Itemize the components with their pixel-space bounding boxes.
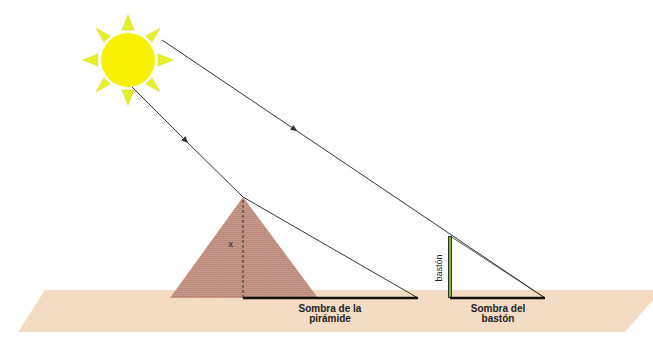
shadow-label: Sombra de la pirámide <box>290 304 370 325</box>
height-label: x <box>229 239 234 249</box>
staff-label: bastón <box>433 253 443 282</box>
sun-ray <box>162 40 545 298</box>
pyramid <box>170 197 318 298</box>
sun-ray <box>132 87 243 197</box>
staff-ray <box>450 236 545 298</box>
staff <box>448 236 452 298</box>
staff-shadow <box>450 297 545 300</box>
shadow-label: Sombra del bastón <box>458 304 538 325</box>
pyramid-shadow <box>243 297 418 300</box>
sun <box>83 15 173 105</box>
staff <box>449 237 451 297</box>
sun-ray <box>243 197 418 298</box>
ground <box>18 290 653 332</box>
height-line <box>243 200 244 298</box>
